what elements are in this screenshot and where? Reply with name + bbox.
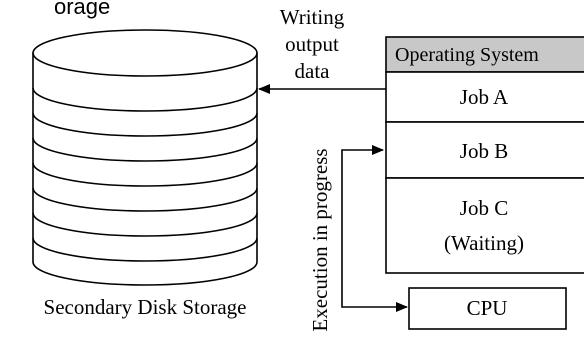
write-label-line-3: data: [295, 59, 331, 83]
top-left-partial-text: orage: [54, 0, 110, 19]
job-a-label: Job A: [460, 85, 509, 109]
disk-platter-line: [32, 187, 258, 212]
disk-platter-line: [32, 162, 258, 187]
os-header-box: [385, 36, 584, 73]
disk-platter-line: [32, 237, 258, 262]
disk-platter-line: [32, 137, 258, 162]
job-b-label: Job B: [460, 139, 508, 163]
job-c-label-line-2: (Waiting): [444, 231, 524, 255]
job-c-label-line-1: Job C: [460, 196, 508, 220]
memory-stack: Operating System Job A Job B Job C (Wait…: [385, 36, 584, 274]
cpu-label: CPU: [467, 296, 508, 320]
disk-storage: [32, 29, 258, 286]
write-label-line-2: output: [285, 32, 339, 56]
job-c-box: [385, 177, 584, 274]
disk-platter-line: [32, 112, 258, 137]
disk-platter-line: [32, 212, 258, 237]
disk-top: [32, 29, 258, 77]
execution-label: Execution in progress: [308, 148, 332, 331]
write-label-line-1: Writing: [280, 5, 345, 29]
execution-arrow-to-job-b: [341, 145, 384, 216]
disk-body: [32, 53, 258, 286]
execution-arrow-to-cpu: [341, 216, 408, 312]
job-a-box: [385, 71, 584, 123]
disk-label: Secondary Disk Storage: [44, 295, 247, 319]
disk-platter-line: [32, 87, 258, 112]
cpu-box: [408, 287, 567, 330]
os-header-label: Operating System: [395, 44, 539, 66]
